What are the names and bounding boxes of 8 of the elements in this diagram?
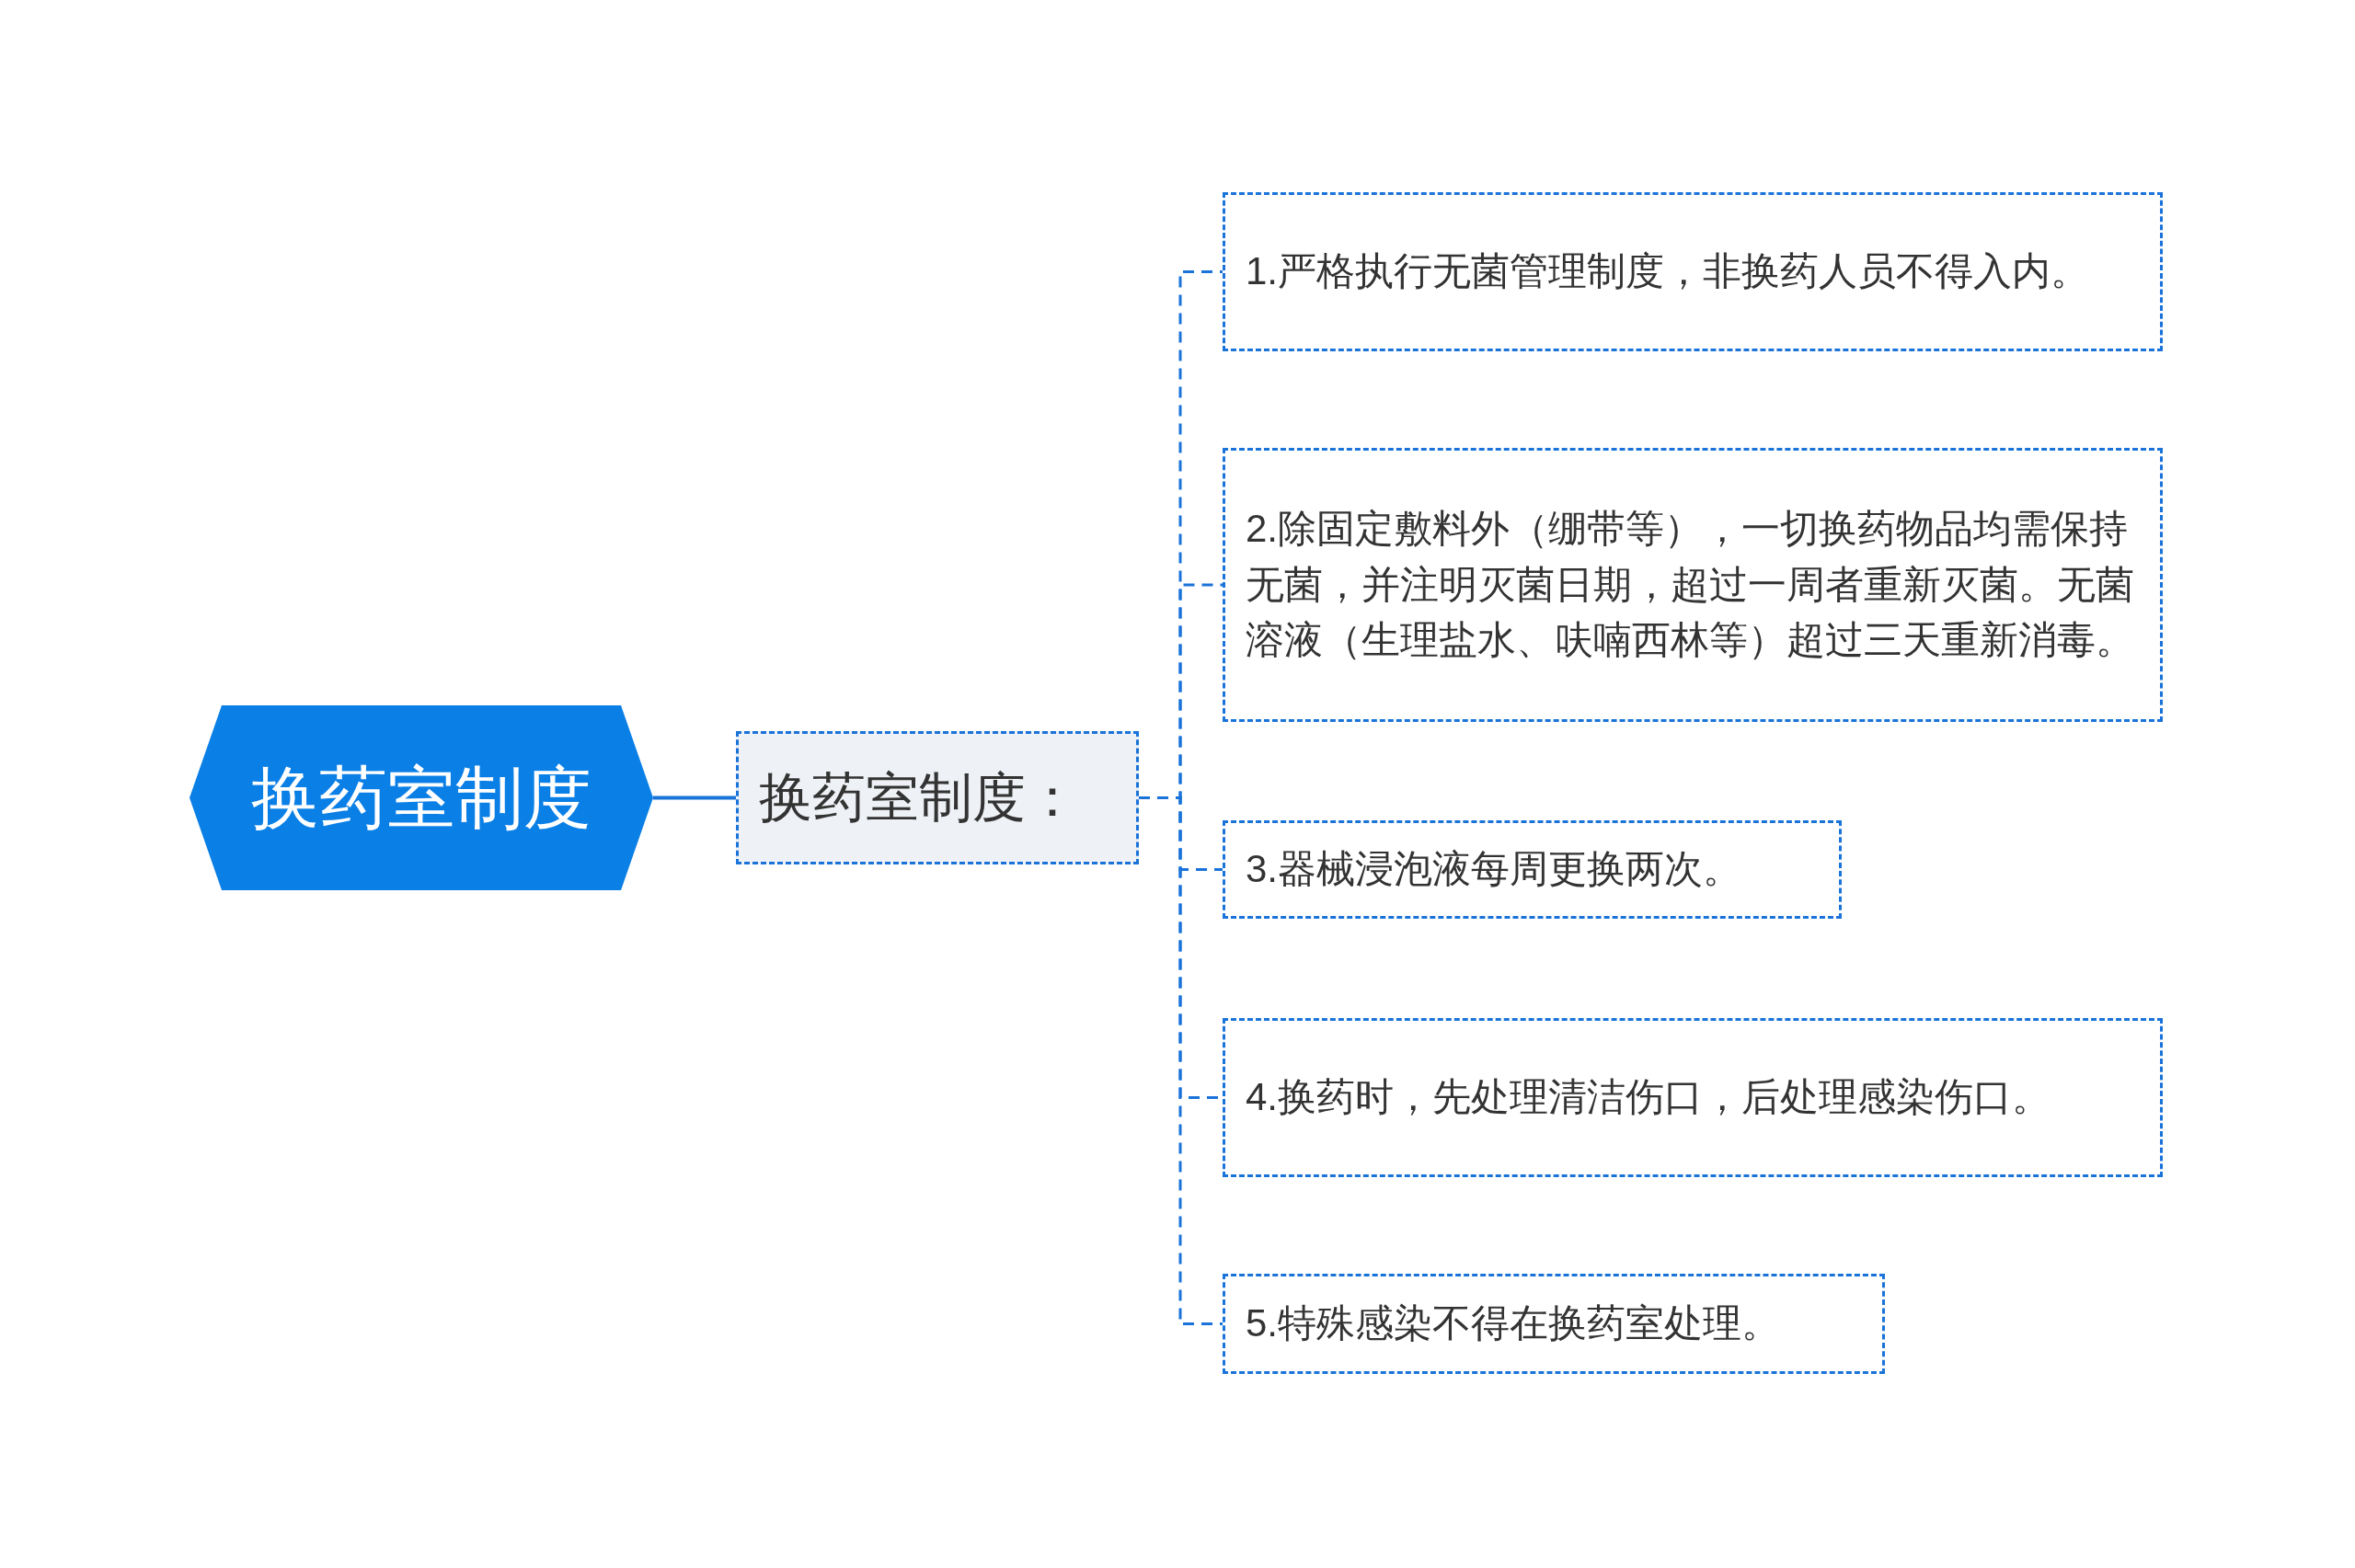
topic-box: 换药室制度： — [736, 731, 1139, 864]
topic-box: 1.严格执行无菌管理制度，非换药人员不得入内。 — [1223, 192, 2163, 351]
title-text: 换药室制度 — [250, 760, 592, 836]
topic-box: 5.特殊感染不得在换药室处理。 — [1223, 1274, 1885, 1374]
topic-box: 2.除固定敷料外（绷带等），一切换药物品均需保持无菌，并注明灭菌日期，超过一周者重新灭菌。无菌溶液（生理盐水、呋喃西林等）超过三天重新消毒。 — [1223, 448, 2163, 722]
connector — [653, 795, 736, 800]
topic-box: 4.换药时，先处理清洁伤口，后处理感染伤口。 — [1223, 1018, 2163, 1177]
topic-box: 3.器械浸泡液每周更换两次。 — [1223, 820, 1842, 919]
